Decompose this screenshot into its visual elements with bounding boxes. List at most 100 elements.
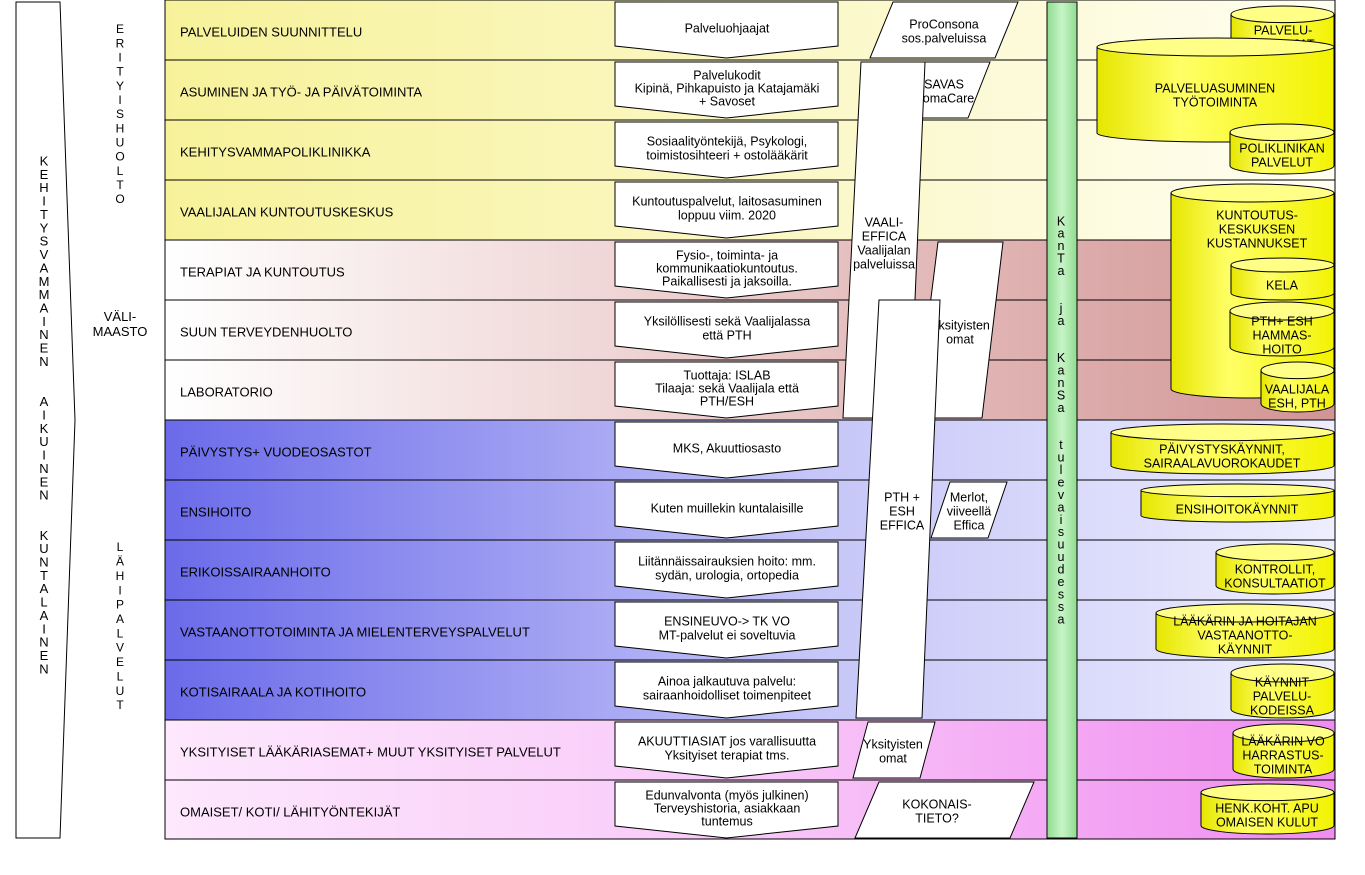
cylinder-text: PALVELUASUMINEN	[1155, 81, 1275, 95]
cylinder-text: TYÖTOIMINTA	[1173, 95, 1258, 109]
cylinder-text: KÄYNNIT	[1218, 642, 1273, 656]
vertical-letter: L	[40, 595, 47, 610]
row-label: KEHITYSVAMMAPOLIKLINIKKA	[180, 144, 371, 159]
zone-valimaasto: MAASTO	[93, 324, 148, 339]
vertical-letter: A	[40, 300, 49, 315]
vertical-letter: T	[40, 207, 48, 222]
vertical-letter: A	[40, 608, 49, 623]
system-text: ESH	[889, 504, 915, 518]
vertical-letter: K	[40, 153, 49, 168]
cylinder-body	[1232, 732, 1335, 779]
row-label: ASUMINEN JA TYÖ- JA PÄIVÄTOIMINTA	[180, 84, 422, 99]
cylinder-top	[1230, 5, 1335, 24]
cylinder-top	[1170, 183, 1335, 203]
service-arrow-text: PTH/ESH	[700, 394, 754, 408]
vertical-letter: j	[1059, 301, 1063, 315]
cylinder-top	[1229, 123, 1335, 142]
service-arrow-text: Yksilöllisesti sekä Vaalijalassa	[644, 314, 811, 328]
cylinder-top	[1229, 301, 1335, 321]
cylinder-top	[1230, 257, 1335, 273]
system-yksityisten_omat_2	[852, 721, 936, 779]
vertical-letter: S	[1057, 388, 1065, 402]
vertical-letter: V	[40, 247, 49, 262]
cylinder-body	[1155, 612, 1335, 659]
vertical-letter: I	[42, 407, 46, 422]
vertical-letter: R	[116, 36, 125, 50]
vertical-letter: U	[39, 434, 48, 449]
vertical-letter: s	[1058, 600, 1064, 614]
vertical-letter: N	[39, 327, 48, 342]
service-arrow-text: toimistosihteeri + ostolääkärit	[646, 148, 808, 162]
cylinder-text: PALVELU-	[1254, 23, 1313, 37]
cylinder-text: TOIMINTA	[1254, 762, 1313, 776]
service-arrow-text: sairaanhoidolliset toimenpiteet	[643, 688, 812, 702]
vertical-letter: a	[1058, 314, 1065, 328]
vertical-letter: I	[42, 194, 46, 209]
cylinder-text: HENK.KOHT. APU	[1215, 801, 1319, 815]
cylinder-text: KONSULTAATIOT	[1224, 576, 1326, 590]
service-arrow-text: Kuten muillekin kuntalaisille	[651, 501, 804, 515]
cylinder-text: KUSTANNUKSET	[1207, 236, 1308, 250]
cylinder-text: KODEISSA	[1250, 703, 1315, 717]
cylinder-text: KESKUKSEN	[1219, 222, 1295, 236]
service-arrow	[614, 301, 839, 359]
service-arrow-text: ENSINEUVO-> TK VO	[664, 614, 790, 628]
vertical-letter: O	[115, 192, 124, 206]
vertical-letter: K	[40, 421, 49, 436]
service-arrow-text: kommunikaatiokuntoutus.	[656, 261, 798, 275]
cylinder-body	[1230, 672, 1335, 719]
cylinder-body	[1229, 310, 1335, 357]
vertical-letter: N	[39, 488, 48, 503]
system-text: SAVAS	[924, 77, 964, 91]
vertical-letter: U	[116, 136, 125, 150]
vertical-letter: I	[42, 448, 46, 463]
vertical-letter: a	[1058, 500, 1065, 514]
system-text: viiveellä	[947, 504, 992, 518]
vertical-letter: H	[116, 569, 125, 583]
service-arrow-text: AKUUTTIASIAT jos varallisuutta	[638, 734, 816, 748]
service-arrow	[614, 1, 839, 59]
row-label: LABORATORIO	[180, 384, 273, 399]
system-text: PTH +	[884, 490, 920, 504]
row-label: VASTAANOTTOTOIMINTA JA MIELENTERVEYSPALV…	[180, 624, 530, 639]
service-arrow-text: tuntemus	[701, 814, 752, 828]
cylinder-body	[1215, 551, 1335, 595]
row-label: OMAISET/ KOTI/ LÄHITYÖNTEKIJÄT	[180, 804, 400, 819]
system-text: palveluissa	[853, 257, 915, 271]
kuntalainen-arrow	[15, 1, 76, 839]
vertical-letter: n	[1058, 239, 1065, 253]
cylinder-text: KELA	[1266, 278, 1299, 292]
vertical-letter: H	[116, 121, 125, 135]
service-arrow	[614, 121, 839, 179]
vertical-letter: Y	[40, 220, 49, 235]
vertical-letter: S	[40, 234, 49, 249]
cylinder-top	[1110, 423, 1335, 442]
service-arrow	[614, 721, 839, 779]
vertical-letter: M	[39, 287, 50, 302]
system-text: KOKONAIS-	[902, 797, 971, 811]
service-arrow-text: Palveluohjaajat	[685, 21, 770, 35]
vertical-letter: u	[1058, 538, 1065, 552]
vertical-letter: E	[40, 341, 49, 356]
vertical-letter: N	[39, 354, 48, 369]
vertical-letter: s	[1058, 587, 1064, 601]
service-arrow-text: Edunvalvonta (myös julkinen)	[645, 788, 808, 802]
system-text: VAALI-	[865, 215, 904, 229]
service-arrow-text: Yksityiset terapiat tms.	[664, 748, 789, 762]
vertical-letter: N	[39, 661, 48, 676]
system-text: DomaCare	[914, 91, 974, 105]
vertical-letter: e	[1058, 575, 1065, 589]
vertical-letter: n	[1058, 376, 1065, 390]
service-arrow-text: sydän, urologia, ortopedia	[655, 568, 799, 582]
service-arrow	[614, 241, 839, 299]
cylinder-body	[1140, 489, 1335, 523]
vertical-letter: t	[1059, 438, 1063, 452]
row-label: YKSITYISET LÄÄKÄRIASEMAT+ MUUT YKSITYISE…	[180, 744, 561, 759]
cylinder-text: HARRASTUS-	[1242, 748, 1323, 762]
